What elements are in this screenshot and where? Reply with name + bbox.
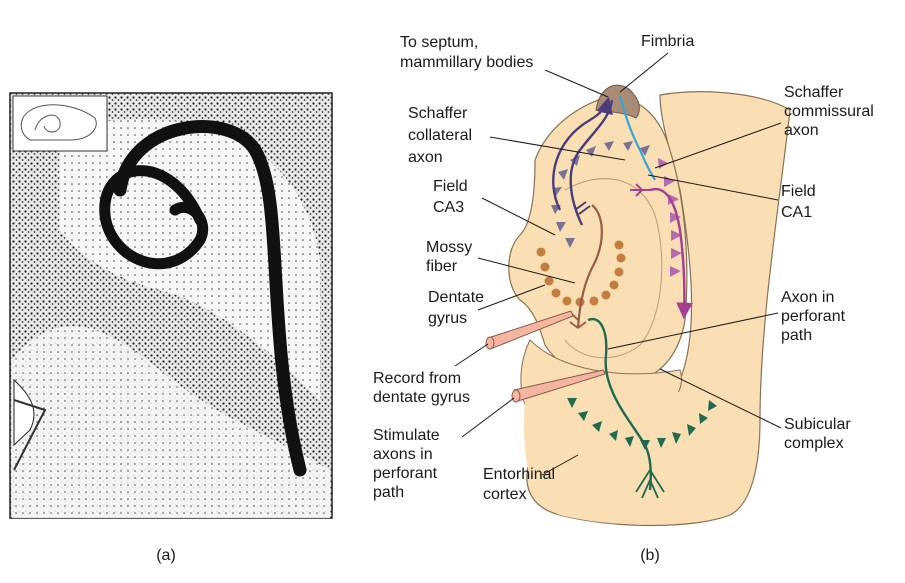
dentate-granule-cells: [536, 240, 626, 307]
panel-b-diagram: To septum, mammillary bodies Fimbria Sch…: [373, 33, 878, 564]
label-field-ca3: Field CA3: [433, 178, 472, 216]
recording-electrode: [485, 310, 574, 350]
septum-axon: [569, 99, 614, 226]
subicular-complex-shape: [526, 91, 791, 527]
perforant-path-axon: [587, 317, 652, 491]
label-schaffer-commissural: Schaffer commissural axon: [784, 84, 878, 139]
label-record: Record from dentate gyrus: [373, 370, 470, 406]
leader-lines: [454, 52, 782, 476]
entorhinal-cortex-shape: [524, 389, 730, 525]
pyramidal-cell-layer: [113, 120, 307, 477]
panel-a-micrograph: (a): [9, 92, 333, 564]
dentate-cell-layer: [99, 165, 209, 270]
commissural-axon: [649, 187, 693, 320]
label-stimulate: Stimulate axons in perforant path: [373, 427, 444, 501]
label-dentate-gyrus: Dentate gyrus: [428, 289, 489, 327]
label-to-septum: To septum, mammillary bodies: [400, 34, 533, 71]
mossy-fiber-path: [576, 204, 603, 329]
panel-b-caption: (b): [640, 547, 660, 564]
label-schaffer-collateral: Schaffer collateral axon: [408, 105, 476, 166]
label-subicular: Subicular complex: [784, 416, 855, 452]
stimulating-electrode: [511, 369, 606, 403]
label-field-ca1: Field CA1: [781, 183, 820, 221]
panel-a-caption: (a): [156, 547, 176, 564]
label-entorhinal: Entorhinal cortex: [483, 466, 560, 503]
label-fimbria: Fimbria: [641, 33, 694, 50]
ca1-axon: [618, 95, 656, 181]
label-axon-perforant: Axon in perforant path: [781, 289, 850, 344]
label-mossy-fiber: Mossy fiber: [426, 239, 477, 275]
